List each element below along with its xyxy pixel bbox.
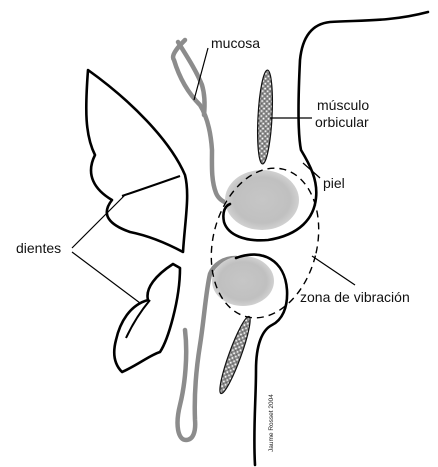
label-orbicular: orbicular — [315, 114, 369, 130]
label-musculo: músculo — [317, 97, 369, 113]
upper-lip-blob — [225, 170, 299, 230]
upper-orbicularis-muscle — [256, 70, 275, 165]
label-piel: piel — [323, 175, 345, 191]
lower-tooth-outline — [114, 264, 180, 372]
label-dientes: dientes — [16, 240, 61, 256]
label-mucosa: mucosa — [211, 35, 260, 51]
piel-leader — [303, 163, 320, 178]
author-credit: Jaume Rosset 2004 — [268, 394, 275, 452]
zona-leader — [312, 256, 355, 285]
lower-lip-blob — [212, 256, 274, 306]
lower-orbicularis-muscle — [215, 314, 254, 395]
upper-tooth-seam — [122, 176, 180, 196]
label-zona-vibracion: zona de vibración — [300, 289, 410, 305]
upper-tooth-outline — [86, 70, 187, 252]
upper-mucosa-line — [173, 40, 230, 204]
dientes-leader-lower — [72, 252, 140, 303]
dientes-leader-upper — [72, 195, 125, 248]
